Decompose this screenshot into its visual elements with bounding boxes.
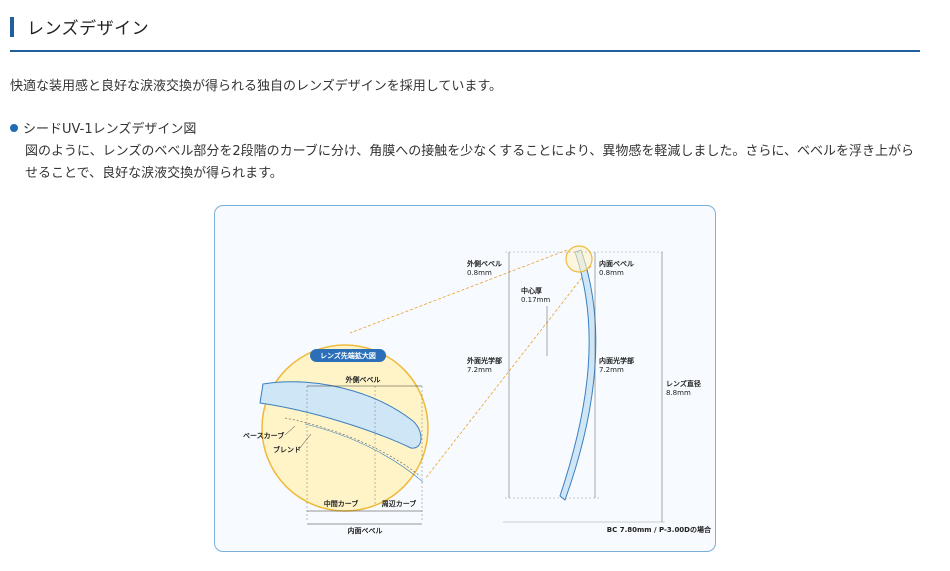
base-curve-label: ベースカーブ bbox=[243, 431, 284, 440]
center-thickness-label: 中心厚 bbox=[521, 286, 542, 295]
inner-optic-value: 7.2mm bbox=[599, 366, 624, 374]
base-curve-line bbox=[284, 417, 421, 477]
header-accent-bar bbox=[10, 17, 14, 37]
outer-optic-value: 7.2mm bbox=[467, 366, 492, 374]
zoom-badge-label: レンズ先端拡大図 bbox=[320, 351, 376, 360]
center-thickness-value: 0.17mm bbox=[521, 296, 550, 304]
zoom-guide-line-bottom bbox=[424, 265, 592, 480]
page-title: レンズデザイン bbox=[27, 19, 150, 39]
inner-curve-line bbox=[304, 423, 424, 483]
lens-diameter-value: 8.8mm bbox=[666, 389, 691, 397]
base-curve-leader bbox=[284, 425, 296, 436]
peripheral-curve-label: 周辺カーブ bbox=[382, 499, 417, 508]
section-header: レンズデザイン bbox=[10, 14, 920, 52]
inner-bevel-label: 内面ベベル bbox=[348, 526, 383, 535]
outer-bevel-dim-value: 0.8mm bbox=[467, 269, 492, 277]
outer-bevel-label: 外側ベベル bbox=[346, 375, 381, 384]
intro-text: 快適な装用感と良好な涙液交換が得られる独自のレンズデザインを採用しています。 bbox=[10, 79, 503, 94]
middle-curve-label: 中間カーブ bbox=[324, 499, 359, 508]
outer-bevel-dim-label: 外側ベベル bbox=[467, 259, 502, 268]
inner-optic-label: 内面光学部 bbox=[599, 356, 634, 365]
lens-cross-section bbox=[559, 249, 597, 501]
inner-bevel-dim-label: 内面ベベル bbox=[599, 259, 634, 268]
description-text: 図のように、レンズのベベル部分を2段階のカーブに分け、角膜への接触を少なくするこ… bbox=[25, 144, 915, 181]
zoom-target-circle bbox=[565, 245, 593, 273]
zoom-badge bbox=[310, 349, 386, 362]
outer-optic-label: 外面光学部 bbox=[467, 356, 502, 365]
inner-bevel-dim-value: 0.8mm bbox=[599, 269, 624, 277]
lens-design-diagram: レンズ先端拡大図 外側ベベル ベースカーブ ブレンド 中間カーブ 周辺カーブ 内… bbox=[214, 205, 716, 552]
bullet-heading: シードUV-1レンズデザイン図 bbox=[10, 118, 196, 137]
magnified-lens-edge bbox=[259, 381, 422, 449]
blend-leader bbox=[298, 433, 312, 450]
diagram-footnote: BC 7.80mm / P-3.00Dの場合 bbox=[607, 525, 712, 534]
blend-label: ブレンド bbox=[273, 445, 301, 454]
zoom-guide-line-top bbox=[349, 249, 568, 334]
lens-diameter-label: レンズ直径 bbox=[666, 379, 701, 388]
bullet-label: シードUV-1レンズデザイン図 bbox=[23, 122, 197, 137]
bullet-dot-icon bbox=[10, 124, 18, 132]
diagram-canvas: レンズ先端拡大図 外側ベベル ベースカーブ ブレンド 中間カーブ 周辺カーブ 内… bbox=[243, 245, 712, 535]
